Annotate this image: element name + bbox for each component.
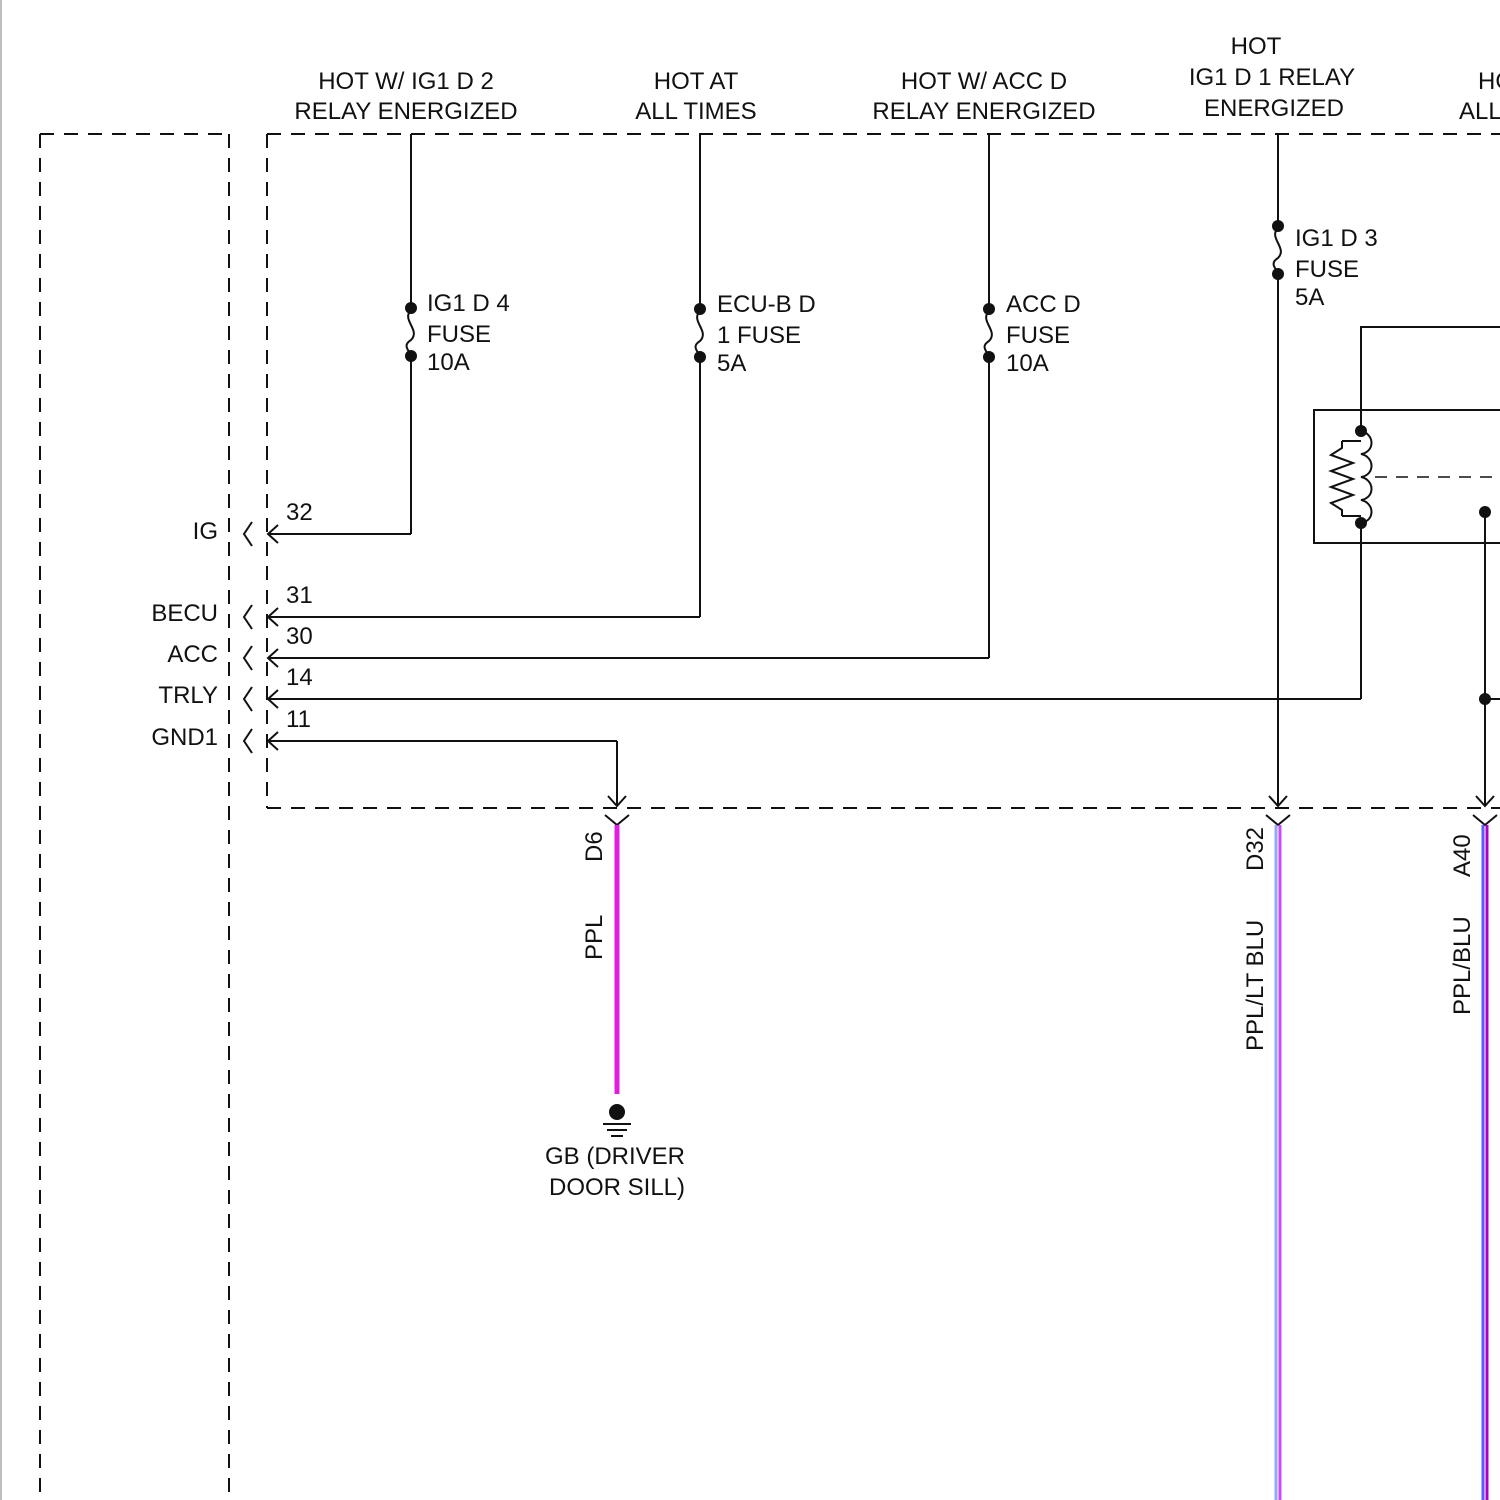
svg-text:31: 31: [286, 582, 313, 609]
terminal-gnd1: GND1 11: [151, 706, 311, 753]
svg-text:ECU-B D: ECU-B D: [717, 291, 816, 318]
svg-text:ACC: ACC: [167, 641, 218, 668]
svg-text:PPL/BLU: PPL/BLU: [1449, 916, 1476, 1015]
svg-text:RELAY ENERGIZED: RELAY ENERGIZED: [872, 98, 1095, 125]
svg-text:14: 14: [286, 664, 313, 691]
svg-text:FUSE: FUSE: [427, 321, 491, 348]
svg-text:A40: A40: [1449, 834, 1476, 877]
circuit-accd: [268, 134, 995, 667]
svg-text:TRLY: TRLY: [158, 682, 218, 709]
svg-text:PPL: PPL: [581, 915, 608, 960]
svg-text:5A: 5A: [717, 350, 746, 377]
circuit-ig1d4: [268, 134, 417, 543]
svg-text:HO: HO: [1478, 68, 1500, 95]
left-component-outline: [40, 134, 229, 1500]
svg-text:GND1: GND1: [151, 724, 218, 751]
connector-a40: A40 PPL/BLU: [1449, 815, 1497, 1500]
relay: [268, 327, 1500, 806]
svg-text:HOT W/ IG1 D 2: HOT W/ IG1 D 2: [318, 68, 494, 95]
fuse-terminal-dot: [405, 302, 417, 314]
svg-text:DOOR SILL): DOOR SILL): [549, 1174, 685, 1201]
svg-text:FUSE: FUSE: [1006, 322, 1070, 349]
svg-text:PPL/LT BLU: PPL/LT BLU: [1242, 920, 1269, 1051]
circuit-gnd1: [268, 732, 626, 806]
svg-text:ENERGIZED: ENERGIZED: [1204, 95, 1344, 122]
source-label-acc-d: HOT W/ ACC D RELAY ENERGIZED: [872, 68, 1095, 125]
fuse-terminal-dot: [983, 351, 995, 363]
connector-d32: D32 PPL/LT BLU: [1242, 815, 1290, 1500]
circuit-ig1d3: [1269, 134, 1287, 806]
svg-text:IG: IG: [193, 518, 218, 545]
svg-text:ACC D: ACC D: [1006, 291, 1081, 318]
fuse-label-ig1d4: IG1 D 4 FUSE 10A: [427, 290, 510, 376]
source-label-cut-off: HO ALL: [1459, 68, 1500, 125]
svg-text:32: 32: [286, 499, 313, 526]
terminal-acc: ACC 30: [167, 623, 312, 670]
svg-text:10A: 10A: [427, 349, 470, 376]
svg-text:10A: 10A: [1006, 350, 1049, 377]
fuse-label-ecub: ECU-B D 1 FUSE 5A: [717, 291, 816, 377]
terminal-becu: BECU 31: [151, 582, 312, 629]
fuse-terminal-dot: [1272, 220, 1284, 232]
svg-text:1 FUSE: 1 FUSE: [717, 322, 801, 349]
svg-text:RELAY ENERGIZED: RELAY ENERGIZED: [294, 98, 517, 125]
fuse-label-ig1d3: IG1 D 3 FUSE 5A: [1295, 225, 1378, 311]
splice-dot: [1479, 693, 1491, 705]
ground-label: GB (DRIVER DOOR SILL): [545, 1143, 685, 1201]
source-label-hot-at-all-times: HOT AT ALL TIMES: [635, 68, 756, 125]
svg-text:30: 30: [286, 623, 313, 650]
fuse-terminal-dot: [1272, 268, 1284, 280]
relay-coil-dot: [1355, 425, 1367, 437]
svg-text:ALL: ALL: [1459, 98, 1500, 125]
svg-text:5A: 5A: [1295, 284, 1324, 311]
source-label-ig1d1: HOT IG1 D 1 RELAY ENERGIZED: [1189, 33, 1355, 122]
svg-text:GB (DRIVER: GB (DRIVER: [545, 1143, 685, 1170]
fuse-terminal-dot: [694, 303, 706, 315]
source-label-ig1d2: HOT W/ IG1 D 2 RELAY ENERGIZED: [294, 68, 517, 125]
fuse-terminal-dot: [983, 303, 995, 315]
svg-text:HOT AT: HOT AT: [654, 68, 739, 95]
terminal-trly: TRLY 14: [158, 664, 312, 711]
circuit-ecub: [268, 134, 706, 626]
svg-text:ALL TIMES: ALL TIMES: [635, 98, 756, 125]
ground-symbol: [603, 1104, 631, 1136]
svg-text:IG1 D 4: IG1 D 4: [427, 290, 510, 317]
svg-text:11: 11: [286, 706, 311, 733]
fuse-terminal-dot: [694, 351, 706, 363]
svg-text:D6: D6: [581, 831, 608, 862]
fuse-terminal-dot: [405, 350, 417, 362]
svg-text:IG1 D 3: IG1 D 3: [1295, 225, 1378, 252]
connector-d6: D6 PPL: [581, 815, 629, 1094]
terminal-ig: IG 32: [193, 499, 313, 546]
svg-text:FUSE: FUSE: [1295, 256, 1359, 283]
svg-text:IG1 D 1 RELAY: IG1 D 1 RELAY: [1189, 64, 1355, 91]
svg-text:HOT: HOT: [1231, 33, 1282, 60]
svg-text:BECU: BECU: [151, 600, 218, 627]
svg-text:HOT W/ ACC D: HOT W/ ACC D: [901, 68, 1067, 95]
svg-text:D32: D32: [1242, 827, 1269, 871]
fuse-label-accd: ACC D FUSE 10A: [1006, 291, 1081, 377]
